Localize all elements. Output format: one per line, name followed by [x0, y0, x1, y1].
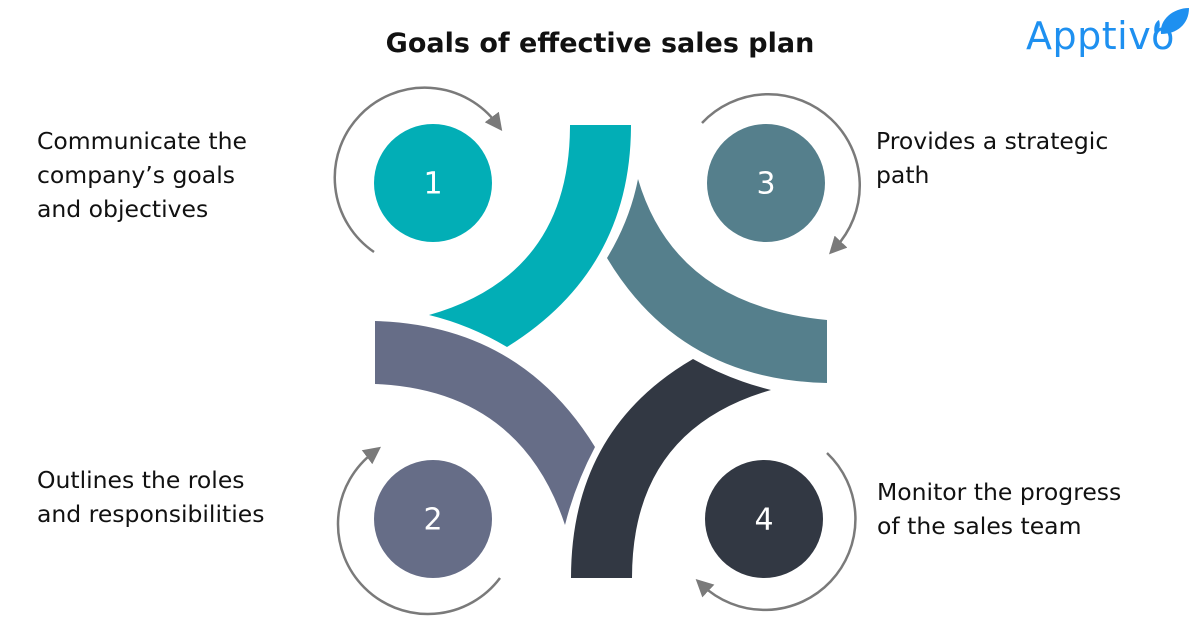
page-title: Goals of effective sales plan: [385, 28, 815, 59]
goal-4-line: Monitor the progress: [877, 478, 1122, 506]
goal-4-line: of the sales team: [877, 512, 1082, 540]
step-number-3: 3: [756, 167, 775, 202]
step-circle-1: [374, 124, 492, 242]
cycle-arrow-4: [695, 452, 857, 612]
step-circle-4: [705, 460, 823, 578]
band-step3: [607, 179, 827, 383]
goal-2-line: and responsibilities: [37, 500, 265, 528]
apptivo-logo: Apptivo: [1026, 14, 1175, 58]
band-step4: [571, 359, 771, 578]
goal-1-line: Communicate the: [37, 127, 247, 155]
band-step1: [429, 125, 631, 347]
goal-3-line: path: [876, 161, 930, 189]
goal-3-line: Provides a strategic: [876, 127, 1109, 155]
cycle-arrow-1: [333, 86, 503, 254]
cycle-arrow-2: [336, 446, 501, 616]
step-number-2: 2: [423, 503, 442, 538]
goal-text-4: Monitor the progress of the sales team: [877, 475, 1177, 543]
goal-text-2: Outlines the roles and responsibilities: [37, 463, 337, 531]
step-number-4: 4: [754, 503, 773, 538]
goal-text-1: Communicate the company’s goals and obje…: [37, 124, 337, 226]
cycle-arrow-3: [701, 93, 862, 255]
step-circle-2: [374, 460, 492, 578]
step-circle-3: [707, 124, 825, 242]
goal-2-line: Outlines the roles: [37, 466, 245, 494]
goal-1-line: company’s goals: [37, 161, 235, 189]
band-step2: [375, 321, 595, 525]
goal-text-3: Provides a strategic path: [876, 124, 1176, 192]
goal-1-line: and objectives: [37, 195, 209, 223]
leaf-icon: [1154, 8, 1189, 34]
step-number-1: 1: [423, 167, 442, 202]
